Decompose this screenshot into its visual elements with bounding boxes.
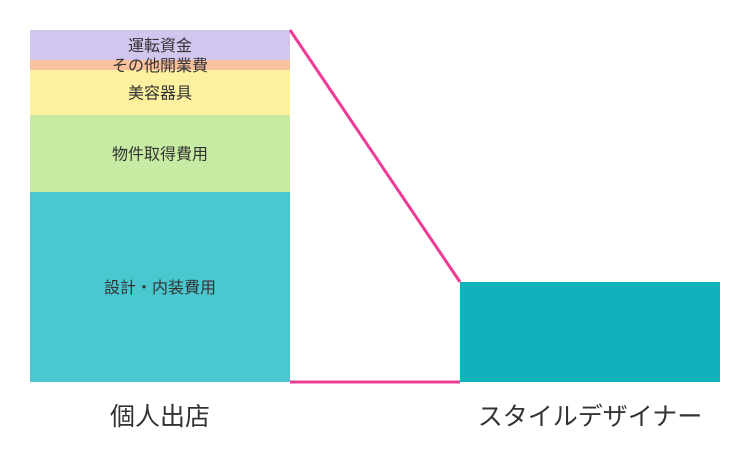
connector-layer (288, 29, 462, 384)
segment-label-3: その他開業費 (112, 56, 208, 75)
segment-label-1: 物件取得費用 (112, 145, 208, 164)
bar-segment-3 (30, 60, 290, 70)
segment-label-4: 運転資金 (128, 36, 192, 55)
segment-label-0: 設計・内装費用 (104, 278, 216, 297)
category-label-1: スタイルデザイナー (478, 402, 703, 431)
bar-segment-1 (30, 115, 290, 192)
category-label-0: 個人出店 (110, 402, 210, 431)
connector-top-line (288, 29, 462, 283)
bar-segment-4 (30, 30, 290, 60)
bars-layer (30, 30, 720, 382)
bar-stylist-designer (460, 282, 720, 382)
segment-label-2: 美容器具 (128, 84, 192, 103)
bar-segment-0 (30, 192, 290, 382)
bar-segment-2 (30, 70, 290, 115)
